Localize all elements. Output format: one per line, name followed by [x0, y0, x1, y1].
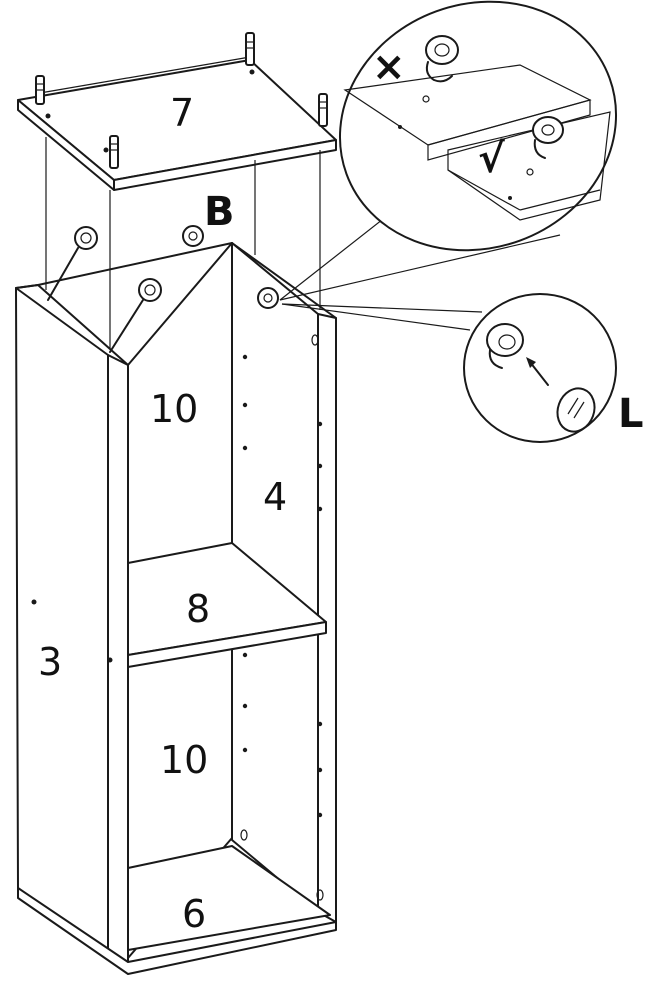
part-label-4: 4	[263, 475, 287, 519]
part-label-7: 7	[170, 91, 194, 135]
callout-cam-orientation: × √	[279, 0, 618, 301]
shelf-pin-holes	[31, 334, 324, 901]
cam-lock-icon	[47, 226, 98, 301]
arrow-up-icon	[526, 357, 549, 386]
part-label-8: 8	[186, 587, 210, 631]
cam-lock-icon	[182, 225, 204, 247]
cam-lock-icon	[109, 278, 162, 353]
top-panel-7: 7	[17, 32, 337, 191]
cam-fittings-b: B	[47, 189, 279, 353]
hardware-label-l: L	[618, 391, 644, 437]
alignment-guides	[45, 137, 321, 355]
middle-shelf-8: 8	[127, 542, 327, 668]
wrong-mark-icon: ×	[372, 44, 406, 90]
cam-disc-icon	[556, 387, 596, 433]
cam-lock-icon	[532, 116, 564, 159]
callout-cam-insert: L	[281, 293, 644, 443]
bottom-shelf-6: 6	[17, 845, 337, 975]
dowel-pins	[35, 32, 328, 169]
cabinet-body: 8 6 3 10 10	[15, 242, 337, 975]
part-label-6: 6	[182, 892, 206, 936]
part-label-3: 3	[38, 640, 62, 684]
part-label-10-lower: 10	[160, 738, 208, 782]
cam-lock-icon	[486, 323, 524, 369]
cam-lock-icon	[425, 35, 459, 83]
right-mark-icon: √	[478, 136, 505, 182]
cam-lock-icon	[257, 287, 279, 309]
hardware-label-b: B	[204, 189, 235, 235]
part-label-10-upper: 10	[150, 387, 198, 431]
